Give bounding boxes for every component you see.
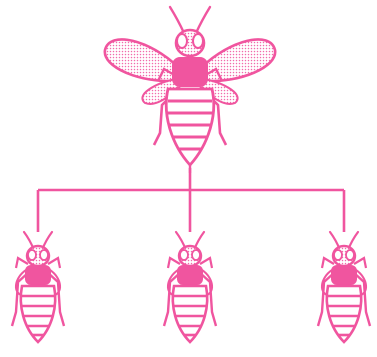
child-bee-icon-right bbox=[316, 230, 372, 344]
parent-bee-icon bbox=[103, 5, 277, 175]
child-bee-icon-center bbox=[162, 230, 218, 344]
child-bee-icon-left bbox=[10, 230, 66, 344]
